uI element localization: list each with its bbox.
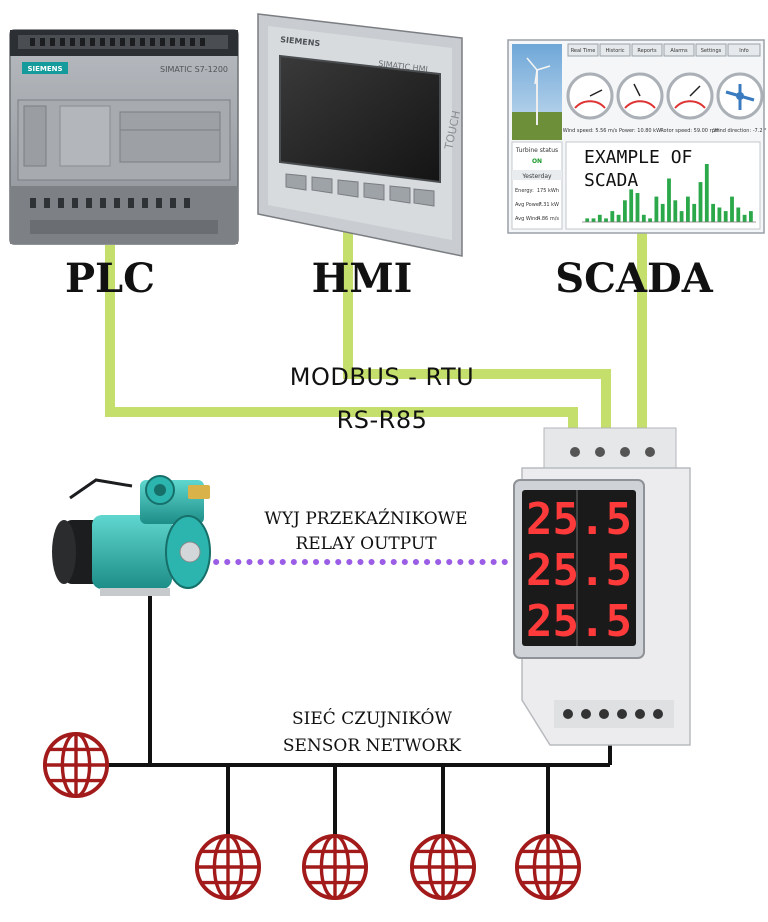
gauge-caption: Power: 10.80 kW xyxy=(619,128,661,134)
reading-2: 25.5 xyxy=(526,545,632,596)
scada-bar xyxy=(704,164,709,222)
scada-tab-label: Info xyxy=(739,48,748,54)
scada-bar xyxy=(585,218,590,222)
stat-value: 7.31 kW xyxy=(538,202,559,208)
scada-label: SCADA xyxy=(555,255,713,302)
sensor-globe-icon xyxy=(409,833,477,901)
scada-tab-label: Historic xyxy=(606,48,625,54)
scada-bar xyxy=(623,200,627,223)
scada-tab[interactable] xyxy=(599,43,631,57)
scada-bar xyxy=(673,200,678,223)
scada-bar xyxy=(717,207,722,222)
relay-label-en: RELAY OUTPUT xyxy=(295,534,437,554)
turbine-status-title: Turbine status xyxy=(515,147,558,154)
sensor-globe-icon xyxy=(301,833,369,901)
sensor-globe-icon xyxy=(514,833,582,901)
scada-bar xyxy=(736,207,741,222)
controller-display-unit: 25.5 25.5 25.5 xyxy=(513,427,691,746)
gauge-caption: Wind speed: 5.56 m/s xyxy=(563,128,618,134)
modbus-bus-lines xyxy=(105,215,647,438)
scada-bar xyxy=(660,203,665,222)
scada-tab-label: Real Time xyxy=(571,48,596,54)
scada-bar xyxy=(616,214,621,223)
sensor-nodes xyxy=(42,731,582,901)
scada-tab[interactable] xyxy=(663,43,695,57)
sensor-label-en: SENSOR NETWORK xyxy=(283,736,462,756)
scada-gauges: Wind speed: 5.56 m/s Power: 10.80 kW Rot… xyxy=(563,72,767,134)
gauge-rotor-speed xyxy=(666,72,714,120)
scada-bar xyxy=(597,214,602,223)
reading-1: 25.5 xyxy=(526,494,632,545)
stat-value: 175 kWh xyxy=(537,188,559,194)
scada-overlay-line2: SCADA xyxy=(584,170,638,191)
scada-tab[interactable] xyxy=(567,43,599,57)
scada-tab-label: Settings xyxy=(701,48,722,54)
gauge-caption: Rotor speed: 59.00 rpm xyxy=(660,128,719,134)
gauge-wind-speed xyxy=(566,72,614,120)
plc-brand-text: SIEMENS xyxy=(27,65,62,73)
stat-label: Avg Power: xyxy=(515,202,543,208)
scada-bar xyxy=(591,218,596,222)
hmi-brand-text: SIEMENS xyxy=(280,35,321,48)
scada-bar xyxy=(610,211,615,222)
plc-label: PLC xyxy=(65,255,155,302)
scada-tab[interactable] xyxy=(695,43,727,57)
turbine-status-value: ON xyxy=(532,158,542,165)
scada-tab[interactable] xyxy=(631,43,663,57)
hmi-device: SIEMENS SIMATIC HMI TOUCH xyxy=(257,13,463,257)
sensor-label-pl: SIEĆ CZUJNIKÓW xyxy=(292,708,452,729)
hmi-label: HMI xyxy=(312,255,413,302)
scada-bar xyxy=(629,189,634,222)
scada-bar xyxy=(686,196,690,222)
scada-tab[interactable] xyxy=(727,43,761,57)
scada-tab-label: Alarms xyxy=(670,48,688,54)
scada-bar xyxy=(730,196,734,222)
gauge-power xyxy=(616,72,664,120)
scada-tabs: Real Time Historic Reports Alarms Settin… xyxy=(567,43,761,57)
stat-label: Energy: xyxy=(515,188,534,194)
sensor-network-lines xyxy=(108,588,612,835)
scada-bar xyxy=(749,211,753,222)
scada-screen: Real Time Historic Reports Alarms Settin… xyxy=(507,39,767,234)
gauge-wind-direction xyxy=(716,72,764,120)
scada-bar xyxy=(692,203,697,222)
stat-value: 4.86 m/s xyxy=(537,216,559,222)
scada-bar xyxy=(635,193,640,222)
scada-bar xyxy=(641,214,646,223)
sensor-globe-icon xyxy=(42,731,110,799)
sensor-globe-icon xyxy=(194,833,262,901)
hmi-bus-line xyxy=(343,215,611,438)
water-pump xyxy=(52,475,211,596)
scada-overlay-line1: EXAMPLE OF xyxy=(584,147,692,168)
scada-bar xyxy=(604,218,608,222)
reading-3: 25.5 xyxy=(526,596,632,647)
yesterday-title: Yesterday xyxy=(521,173,552,180)
scada-tab-label: Reports xyxy=(637,48,657,54)
scada-bar xyxy=(679,211,684,222)
scada-bar xyxy=(667,178,671,222)
scada-bar xyxy=(723,211,728,222)
plc-model-text: SIMATIC S7-1200 xyxy=(160,65,228,74)
scada-bar xyxy=(698,182,703,222)
modbus-label: MODBUS - RTU xyxy=(290,363,474,391)
relay-label-pl: WYJ PRZEKAŹNIKOWE xyxy=(264,508,467,529)
plc-bus-line xyxy=(105,245,578,438)
scada-bar xyxy=(711,203,715,222)
rs485-label: RS-R85 xyxy=(337,406,428,434)
scada-bar xyxy=(648,218,652,222)
scada-bar xyxy=(742,214,747,223)
plc-device: SIEMENS SIMATIC S7-1200 xyxy=(9,29,239,245)
scada-bars xyxy=(585,164,753,223)
gauge-caption: Wind direction: -7.2 ° xyxy=(713,128,767,134)
scada-bar xyxy=(654,196,659,222)
stat-label: Avg Wind: xyxy=(515,216,540,222)
